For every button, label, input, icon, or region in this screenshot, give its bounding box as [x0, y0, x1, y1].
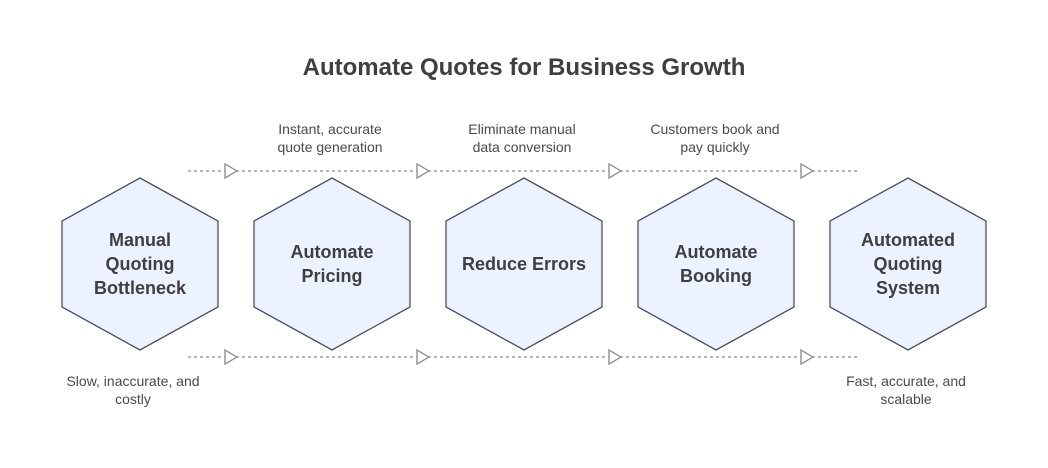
top-note-line: data conversion	[473, 139, 572, 155]
top-note-line: Instant, accurate	[278, 121, 382, 137]
arrowhead-icon	[608, 348, 623, 366]
connector-arrows	[188, 162, 860, 366]
step-label-line: Bottleneck	[94, 278, 187, 298]
hexagon-shape	[253, 177, 411, 351]
top-note-line: quote generation	[277, 139, 382, 155]
step-hexagons: ManualQuotingBottleneckAutomatePricingRe…	[61, 177, 987, 351]
top-note-line: Customers book and	[650, 121, 779, 137]
bottom-note-line: Slow, inaccurate, and	[66, 373, 199, 389]
hexagon-shape	[445, 177, 603, 351]
arrowhead-icon	[800, 348, 815, 366]
step-label-line: Booking	[680, 266, 752, 286]
hexagon-shape	[637, 177, 795, 351]
step-label-line: Quoting	[106, 254, 175, 274]
step-label-line: Automate	[674, 242, 757, 262]
step-label-line: System	[876, 278, 940, 298]
top-note-line: pay quickly	[680, 139, 749, 155]
arrowhead-icon	[416, 162, 431, 180]
step-label-line: Automate	[290, 242, 373, 262]
diagram-title: Automate Quotes for Business Growth	[303, 54, 746, 81]
step-label-line: Pricing	[301, 266, 362, 286]
top-note-line: Eliminate manual	[468, 121, 575, 137]
arrowhead-icon	[416, 348, 431, 366]
step-hexagon: Reduce Errors	[445, 177, 603, 351]
bottom-note-line: scalable	[880, 391, 932, 407]
arrowhead-icon	[224, 348, 239, 366]
arrowhead-icon	[608, 162, 623, 180]
arrowhead-icon	[224, 162, 239, 180]
hexagon-shape	[829, 177, 987, 351]
step-label-line: Quoting	[874, 254, 943, 274]
step-label-line: Automated	[861, 230, 955, 250]
hexagon-shape	[61, 177, 219, 351]
bottom-note-line: costly	[115, 391, 151, 407]
step-notes: Instant, accurate quote generation Elimina…	[66, 121, 965, 407]
arrowhead-icon	[800, 162, 815, 180]
step-label-line: Manual	[109, 230, 171, 250]
bottom-note-line: Fast, accurate, and	[846, 373, 966, 389]
step-label-line: Reduce Errors	[462, 254, 586, 274]
